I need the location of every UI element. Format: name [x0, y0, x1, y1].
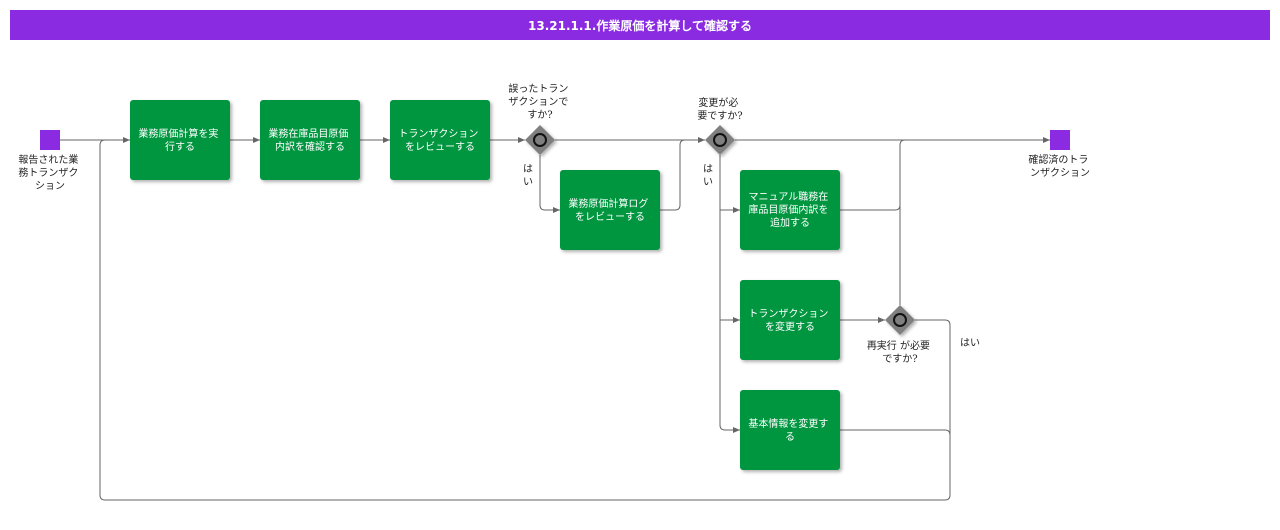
svg-text:トランザクション をレビューする: トランザクション をレビューする: [398, 128, 481, 153]
flow-g1-to-t4: [539, 155, 560, 213]
flow-t5-to-end: [840, 139, 906, 211]
flow-t7-to-loop: [840, 429, 951, 436]
task-add-manual-cost-breakdown[interactable]: マニュアル職務在 庫品目原価内訳を 追加する: [740, 170, 840, 250]
gateway-change-required-label: 変更が必 要ですか?: [697, 96, 742, 122]
task-review-cost-calculation-log[interactable]: 業務原価計算ログ をレビューする: [560, 170, 660, 250]
sequence-flows: [60, 137, 1050, 501]
flow-g3-loop-back: [99, 139, 951, 501]
task-change-master-data[interactable]: 基本情報を変更す る: [740, 390, 840, 470]
page-title-text: 13.21.1.1.作業原価を計算して確認する: [528, 18, 752, 33]
gateway-erroneous-transaction: [525, 125, 555, 155]
start-event: [40, 130, 60, 150]
gateway-rerun-required-label: 再実行 が必要 ですか?: [867, 339, 933, 365]
task-change-transactions[interactable]: トランザクション を変更する: [740, 280, 840, 360]
svg-text:トランザクション を変更する: トランザクション を変更する: [748, 308, 831, 333]
svg-text:業務原価計算ログ をレビューする: 業務原価計算ログ をレビューする: [568, 197, 651, 223]
task-review-transactions[interactable]: トランザクション をレビューする: [390, 100, 490, 180]
end-event: [1050, 130, 1070, 150]
gateway-rerun-required: [885, 305, 915, 335]
svg-text:マニュアル職務在 庫品目原価内訳を: マニュアル職務在 庫品目原価内訳を 追加する: [748, 190, 831, 229]
page-title: 13.21.1.1.作業原価を計算して確認する: [10, 10, 1270, 40]
gateway-change-required: [705, 125, 735, 155]
flow-t4-to-g2: [660, 139, 686, 211]
flow-label-g2-yes: はい: [703, 163, 713, 188]
svg-text:業務原価計算を実 行する: 業務原価計算を実 行する: [138, 127, 221, 153]
flow-g2-branches: [719, 155, 740, 433]
svg-text:業務在庫品目原価 内訳を確認する: 業務在庫品目原価 内訳を確認する: [268, 127, 351, 153]
end-event-label: 確認済のトラ ンザクション: [1028, 153, 1091, 179]
start-event-label: 報告された業 務トランザク ション: [18, 153, 81, 192]
gateway-erroneous-transaction-label: 誤ったトラン ザクションで すか?: [508, 82, 571, 121]
flow-label-g1-yes: はい: [523, 163, 533, 188]
task-check-inventory-cost-breakdown[interactable]: 業務在庫品目原価 内訳を確認する: [260, 100, 360, 180]
svg-text:基本情報を変更す る: 基本情報を変更す る: [748, 417, 831, 443]
task-run-cost-calculation[interactable]: 業務原価計算を実 行する: [130, 100, 230, 180]
flow-label-g3-yes: はい: [960, 337, 980, 349]
